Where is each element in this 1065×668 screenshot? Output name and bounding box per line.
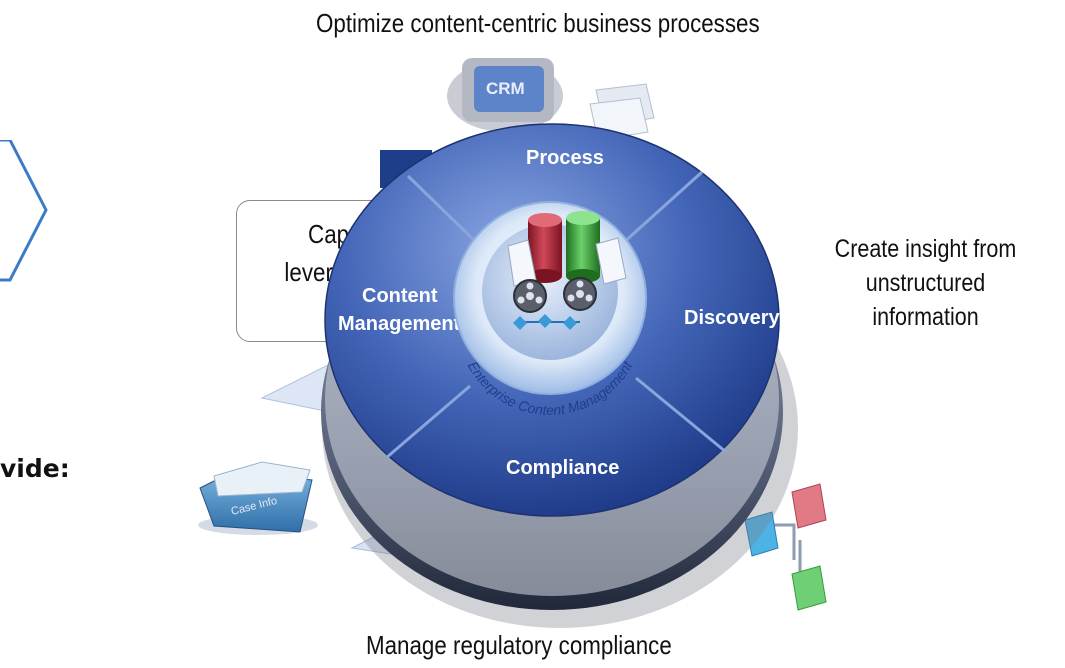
top-caption: Optimize content-centric business proces… <box>316 8 760 38</box>
document-stack-icon <box>589 83 655 141</box>
blue-block-icon <box>380 150 432 188</box>
right-caption-line-3: information <box>872 303 979 331</box>
divider-upper-right <box>620 170 704 246</box>
case-folder-label: Case Info <box>230 495 279 518</box>
right-caption-line-2: unstructured <box>865 269 986 297</box>
left-callout-line-2: leverage your enterprise <box>284 257 526 287</box>
left-callout-line-1: Capture, manage & <box>308 219 502 249</box>
provide-text-fragment: vide: <box>0 454 70 483</box>
case-folder-icon: Case Info <box>198 461 318 535</box>
bottom-caption: Manage regulatory compliance <box>366 630 672 660</box>
triangle-left-lower-icon <box>350 511 431 561</box>
left-callout-box: Capture, manage & leverage your enterpri… <box>236 200 572 342</box>
right-caption: Create insight from unstructured informa… <box>818 232 1033 334</box>
left-callout-line-3: content <box>368 295 442 325</box>
right-caption-line-1: Create insight from <box>834 235 1017 263</box>
discovery-segment-label: Discovery <box>684 307 780 329</box>
crm-label: CRM <box>486 79 525 98</box>
left-chevron-shape <box>0 140 48 282</box>
process-segment-label: Process <box>526 147 604 169</box>
compliance-segment-label: Compliance <box>506 457 619 479</box>
divider-lower-right <box>635 376 727 454</box>
crm-monitor-icon: CRM <box>447 58 563 132</box>
divider-lower-left <box>385 384 471 460</box>
workflow-blocks-icon <box>744 483 827 611</box>
triangle-left-upper-icon <box>260 363 331 413</box>
hub-arc-label: Enterprise Content Management <box>465 358 636 418</box>
